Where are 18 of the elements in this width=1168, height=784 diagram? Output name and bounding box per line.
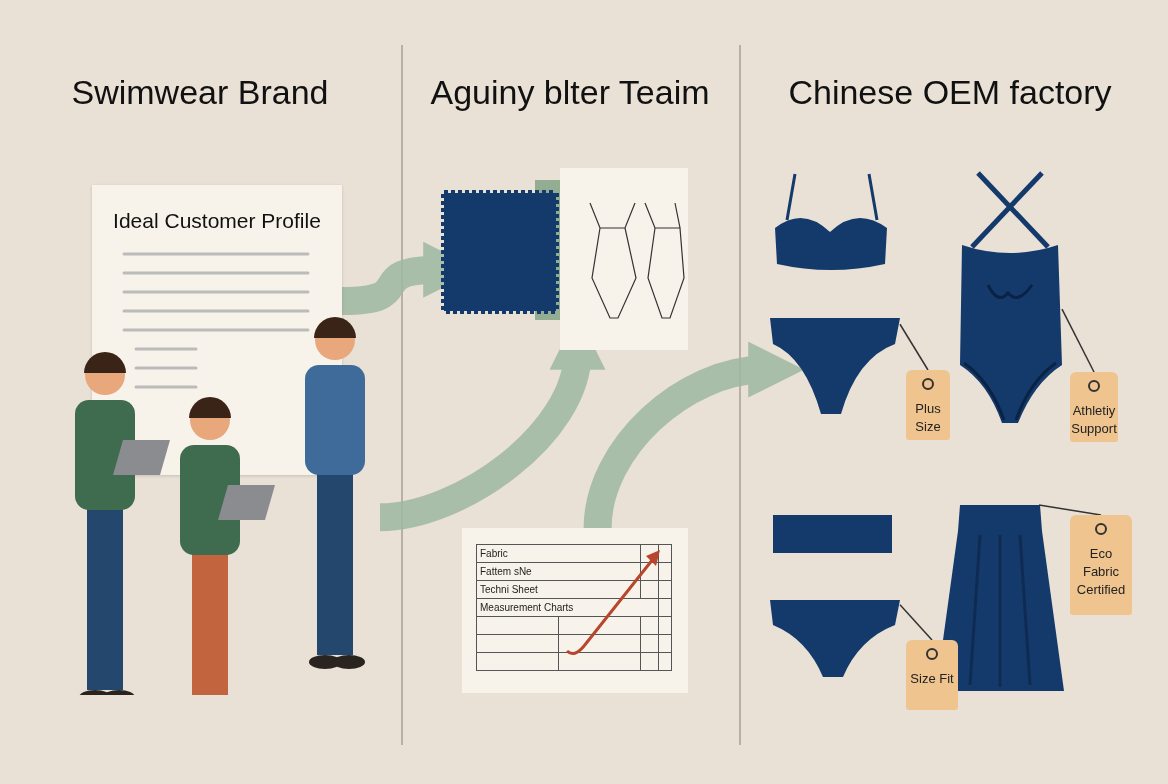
spec-sheet — [462, 528, 688, 693]
row-label: Measurement Charts — [480, 602, 574, 613]
row-label: Techni Sheet — [480, 584, 538, 595]
hang-tag: Athletiy Support — [1070, 372, 1118, 442]
column-heading: Chinese OEM factory — [787, 72, 1113, 113]
tag-string — [1061, 308, 1095, 373]
tag-string — [899, 323, 929, 371]
document-title: Ideal Customer Profile — [112, 209, 322, 233]
column-heading: Aguiny blter Teaim — [429, 72, 711, 113]
row-label: Fattem sNe — [480, 566, 532, 577]
hang-tag: Plus Size — [906, 370, 950, 440]
fabric-and-sketch-drawing — [440, 168, 690, 353]
tag-string — [1038, 504, 1102, 516]
row-label: Fabric — [480, 548, 508, 559]
hang-tag: Size Fit — [906, 640, 958, 710]
column-heading: Swimwear Brand — [70, 72, 330, 113]
hang-tag: Eco Fabric Certified — [1070, 515, 1132, 615]
tag-string — [899, 604, 933, 641]
